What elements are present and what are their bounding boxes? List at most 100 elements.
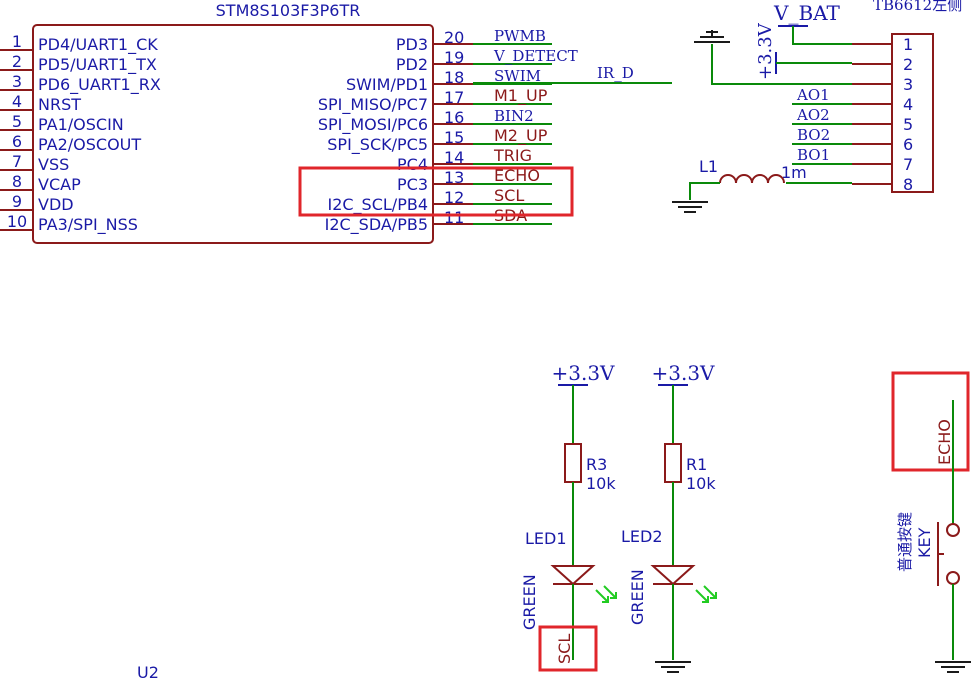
u1-pin-number: 6 (12, 132, 22, 151)
u1-pin-number: 3 (12, 72, 22, 91)
u1-pin-name: I2C_SCL/PB4 (327, 195, 428, 215)
u1-pin-name: SPI_MOSI/PC6 (318, 115, 428, 135)
r1-ref: R1 (686, 455, 707, 474)
u1-pin-number: 8 (12, 172, 22, 191)
highlight-echo-box (891, 371, 970, 472)
u1-net-label: ECHO (494, 166, 540, 185)
led2-diode (650, 565, 696, 586)
led1-ref: LED1 (525, 529, 567, 548)
connector-pin-number: 4 (903, 95, 913, 114)
vbat-wire (792, 26, 852, 45)
connector-net-label: AO1 (796, 86, 830, 104)
inductor-ref: L1 (699, 157, 718, 176)
ground-symbol-inductor (672, 201, 708, 213)
key-contact-bottom (946, 571, 960, 585)
u2-ref: U2 (137, 663, 159, 682)
connector-pin-number: 2 (903, 55, 913, 74)
u1-net-label: BIN2 (494, 107, 534, 125)
inductor-coil (719, 174, 785, 184)
u1-net-label: M2_UP (494, 126, 548, 146)
key-contact-top (946, 523, 960, 537)
connector-pin-number: 3 (903, 75, 913, 94)
u1-net-label: TRIG (493, 146, 532, 165)
vcc-label-connector: +3.3V (755, 22, 776, 80)
key-switch: ECHO 普通按键 KEY (891, 371, 971, 673)
u1-pin-number: 11 (444, 208, 464, 227)
u1-pin-number: 2 (12, 52, 22, 71)
r1-body (664, 443, 682, 483)
u1-body (32, 24, 434, 244)
r3-value: 10k (586, 474, 616, 493)
u1-part-label: STM8S103F3P6TR (216, 1, 361, 20)
connector-pin-number: 7 (903, 155, 913, 174)
vcc-label-led2: +3.3V (651, 361, 715, 385)
inductor-value: 1m (781, 163, 807, 182)
u1-pin-number: 14 (444, 148, 464, 167)
key-net-echo: ECHO (935, 419, 954, 465)
u1-pin-number: 4 (12, 92, 22, 111)
u1-pin-number: 13 (444, 168, 464, 187)
u1-pin-number: 18 (444, 68, 464, 87)
u1-pin-number: 9 (12, 192, 22, 211)
connector-body (891, 33, 934, 193)
vbat-label: V_BAT (773, 1, 840, 25)
led-circuit-1: +3.3V R3 10k LED1 GREEN SCL (520, 361, 617, 672)
r1-value: 10k (686, 474, 716, 493)
connector-title: TB6612左侧 (873, 0, 962, 14)
u1-net-label: M1_UP (494, 86, 548, 106)
u1-pin-number: 5 (12, 112, 22, 131)
u1-pin-name: PA3/SPI_NSS (38, 215, 138, 235)
connector-net-label: BO1 (797, 146, 830, 164)
u1-pin-name: SPI_SCK/PC5 (327, 135, 428, 155)
u1-net-label: SWIM (494, 67, 541, 85)
u1-pin-name: SWIM/PD1 (346, 75, 428, 94)
u1-pin-name: PD5/UART1_TX (38, 55, 157, 75)
ground-symbol-key (935, 661, 971, 673)
u1-pin-number: 16 (444, 108, 464, 127)
u1-pin-name: PD2 (396, 55, 428, 74)
led1-color: GREEN (520, 574, 539, 630)
led2-ref: LED2 (621, 527, 663, 546)
u1-pin-name: PA2/OSCOUT (38, 135, 141, 154)
u1-pin-name: PD6_UART1_RX (38, 75, 161, 95)
u1-net-label: V_DETECT (493, 47, 578, 65)
key-label: KEY (915, 527, 934, 558)
ground-symbol-led2 (655, 661, 691, 673)
ir-d-label: IR_D (597, 64, 634, 82)
led1-diode (550, 565, 596, 586)
u1-pin-number: 19 (444, 48, 464, 67)
led1-emission-arrows (595, 585, 617, 603)
u1-pin-number: 15 (444, 128, 464, 147)
led-circuit-2: +3.3V R1 10k LED2 GREEN (621, 361, 717, 673)
connector-pin-number: 1 (903, 35, 913, 54)
u1-pin-number: 7 (12, 152, 22, 171)
u1-pin-name: VCAP (38, 175, 81, 194)
highlight-scl-box (298, 166, 574, 217)
connector-pin-number: 5 (903, 115, 913, 134)
u1-pin-name: VSS (38, 155, 69, 174)
r3-ref: R3 (586, 455, 607, 474)
u1-pin-number: 20 (444, 28, 464, 47)
u1-pin-name: NRST (38, 95, 81, 114)
u1-net-label: SCL (494, 186, 524, 205)
vcc-label-led1: +3.3V (551, 361, 615, 385)
r3-body (564, 443, 582, 483)
u1-pin-number: 10 (7, 212, 27, 231)
inductor-wire-left (689, 182, 720, 200)
key-label-cn: 普通按键 (896, 512, 914, 572)
u1-pin-name: PA1/OSCIN (38, 115, 124, 134)
led1-net-scl: SCL (555, 634, 574, 664)
led2-emission-arrows (695, 585, 717, 603)
u1-pin-name: I2C_SDA/PB5 (325, 215, 428, 235)
ground-symbol-top (694, 30, 730, 43)
u1-pin-number: 17 (444, 88, 464, 107)
connector-net-label: AO2 (796, 106, 830, 124)
u1-pin-name: SPI_MISO/PC7 (318, 95, 428, 115)
connector-pin-number: 8 (903, 175, 913, 194)
